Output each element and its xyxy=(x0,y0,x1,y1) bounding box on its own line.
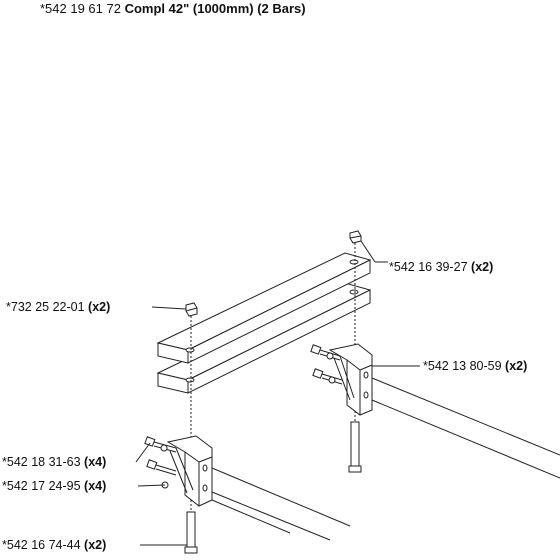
right-bracket xyxy=(328,343,373,416)
callout-nut-left: *732 25 22-01 (x2) xyxy=(6,300,111,314)
kit-part-number: *542 19 61 72 xyxy=(40,1,121,16)
upper-bar xyxy=(156,252,372,383)
callout-bolt-b: *542 17 24-95 (x4) xyxy=(2,479,107,493)
right-long-bolt xyxy=(348,421,362,473)
left-bracket xyxy=(166,435,213,507)
nut-top-icon xyxy=(349,230,362,244)
kit-description: Compl 42" (1000mm) (2 Bars) xyxy=(124,1,306,16)
callout-long-bolt: *542 16 74-44 (x2) xyxy=(2,538,107,552)
left-bolts xyxy=(144,436,177,489)
callout-bracket: *542 13 80-59 (x2) xyxy=(423,359,528,373)
nut-left-icon xyxy=(185,302,198,317)
leader-lines xyxy=(135,240,420,546)
left-long-bolt xyxy=(184,511,198,554)
callout-bolt-a: *542 18 31-63 (x4) xyxy=(2,455,107,469)
right-bolts xyxy=(310,344,343,385)
diagram-title: *542 19 61 72 Compl 42" (1000mm) (2 Bars… xyxy=(40,1,306,16)
callout-nut-top: *542 16 39-27 (x2) xyxy=(389,260,494,274)
